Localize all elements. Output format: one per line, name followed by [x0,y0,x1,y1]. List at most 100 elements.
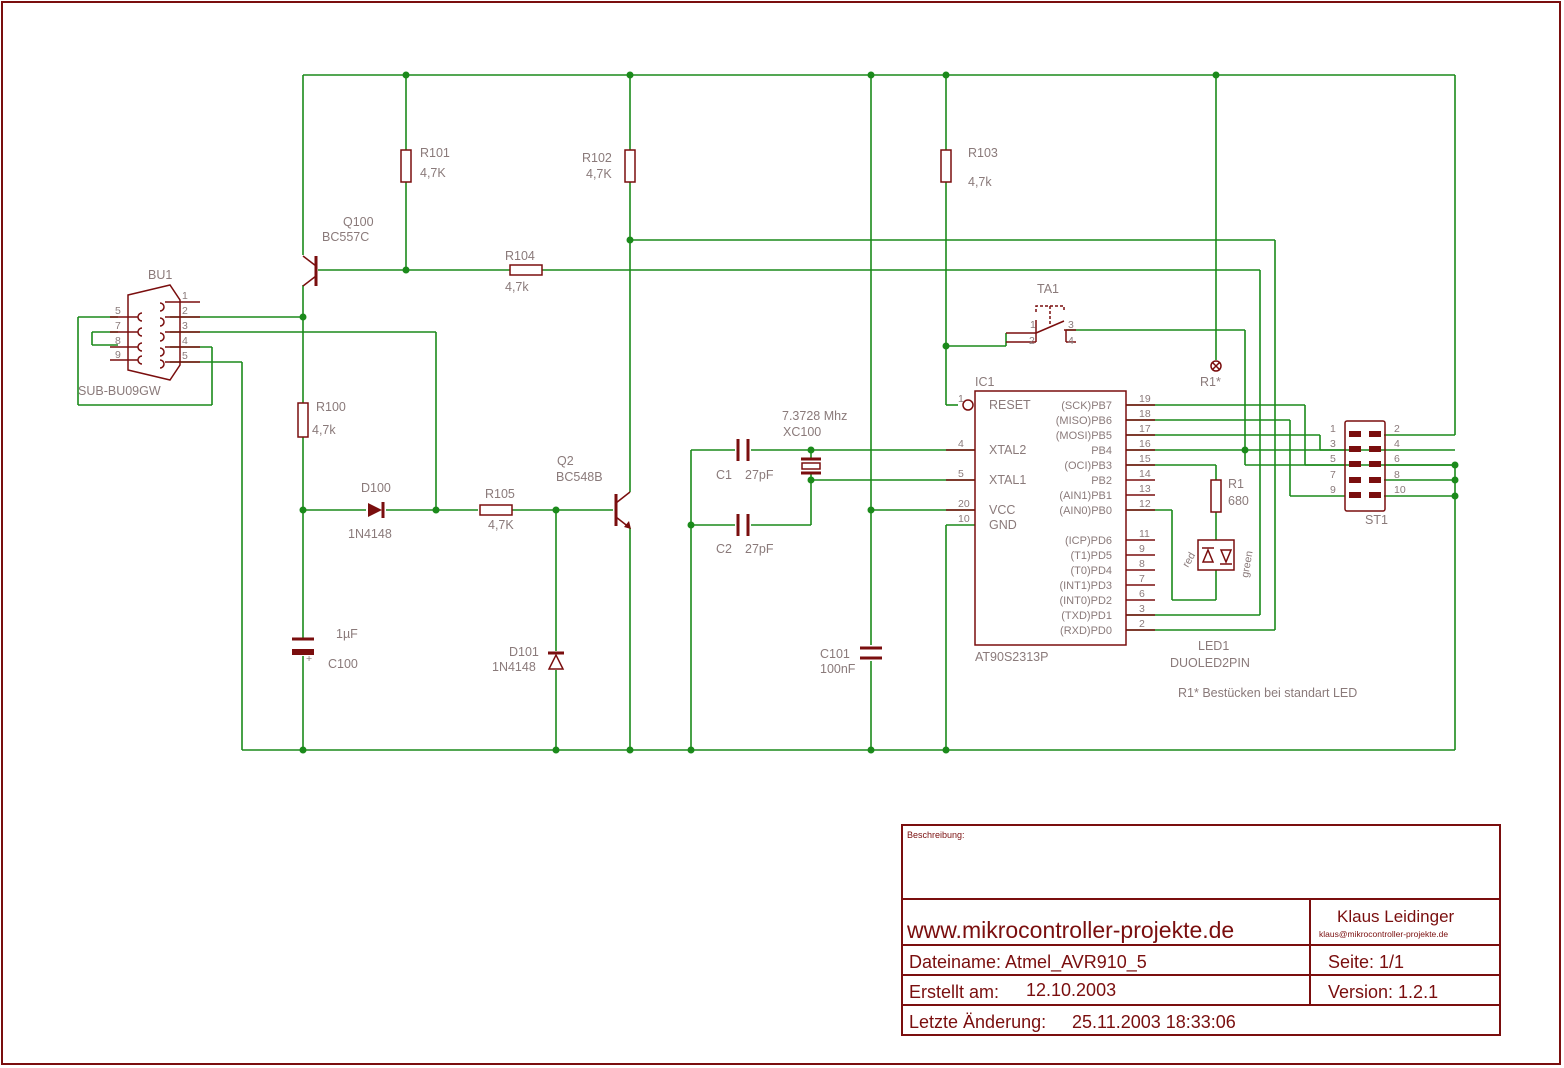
r105-name: R105 [485,487,515,501]
title-block: Beschreibung: www.mikrocontroller-projek… [901,824,1501,1036]
bu1-pin-r3: 3 [182,320,188,332]
xtal-value: 7.3728 Mhz [782,409,847,423]
ic1-pin-num: 11 [1139,528,1150,540]
r101-resistor: R101 4,7K [400,146,450,183]
r1star-pad: R1* [1200,360,1222,389]
wires [77,74,1456,751]
ic1-pin-num: 12 [1139,498,1151,510]
ic1-pin-num: 1 [958,393,964,405]
led1-green-label: green [1239,550,1256,579]
r1-value: 680 [1228,494,1249,508]
bu1-pin-r1: 1 [182,290,188,302]
c1-capacitor: C1 27pF [716,439,774,482]
c2-name: C2 [716,542,732,556]
ta1-pin3: 3 [1068,319,1074,331]
d101-name: D101 [509,645,539,659]
c1-value: 27pF [745,468,774,482]
ic1-pin-label: (T0)PD4 [1070,565,1112,577]
description-label: Beschreibung: [907,830,965,840]
bu1-pin-l2: 7 [115,320,121,332]
st1-pin-l1: 1 [1330,423,1336,435]
ic1-pin-num: 15 [1139,453,1151,465]
st1-pin-l2: 3 [1330,438,1336,450]
c101-capacitor: C101 100nF [820,646,882,676]
r100-resistor: R100 4,7k [297,400,346,438]
ic1-pin-label: (MOSI)PB5 [1056,430,1112,442]
d100-value: 1N4148 [348,527,392,541]
ic1-pin-num: 3 [1139,603,1145,615]
ic1-name: IC1 [975,375,995,389]
ic1-pin-label: PB2 [1091,475,1112,487]
led1-red-label: red [1180,550,1198,569]
modified-value: 25.11.2003 18:33:06 [1072,1012,1236,1032]
ic1-pin-label: (SCK)PB7 [1061,400,1112,412]
bu1-pin-l3: 8 [115,335,121,347]
filename-text: Dateiname: Atmel_AVR910_5 [909,952,1147,973]
c100-value: 1µF [336,627,358,641]
ic1-pin-num: 8 [1139,558,1145,570]
svg-text:+: + [306,653,312,665]
xtal-crystal: 7.3728 Mhz XC100 [782,409,847,475]
st1-pin-r5: 10 [1394,484,1406,496]
assembly-note: R1* Bestücken bei standart LED [1178,686,1357,700]
r1-resistor: R1 680 [1210,477,1249,513]
c101-value: 100nF [820,662,856,676]
r103-resistor: R103 4,7k [940,146,998,189]
r104-value: 4,7k [505,280,529,294]
ic1-pin-num: 19 [1139,393,1151,405]
c1-name: C1 [716,468,732,482]
bu1-pin-l4: 9 [115,349,121,361]
q2-transistor: Q2 BC548B [556,454,631,529]
d101-value: 1N4148 [492,660,536,674]
ic1-pin-label: PB4 [1091,445,1112,457]
ic1-pin-num: 7 [1139,573,1145,585]
led1-value: DUOLED2PIN [1170,656,1250,670]
ic1-pin-label: (INT1)PD3 [1059,580,1112,592]
bu1-name: BU1 [148,268,172,282]
st1-pin-l5: 9 [1330,484,1336,496]
ic1-pin-num: 5 [958,468,964,480]
r103-value: 4,7k [968,175,992,189]
ta1-switch: TA1 1 2 3 4 [1006,282,1076,347]
page-text: Seite: 1/1 [1328,952,1404,972]
ic1-pin-num: 6 [1139,588,1145,600]
ic1-pin-num: 10 [958,513,970,525]
ic1-pin-num: 9 [1139,543,1145,555]
ic1-pin-num: 13 [1139,483,1151,495]
created-value: 12.10.2003 [1026,980,1116,1000]
r101-value: 4,7K [420,166,446,180]
st1-pin-r3: 6 [1394,453,1400,465]
bu1-pin-l1: 5 [115,305,121,317]
led1-duoled: red green LED1 DUOLED2PIN [1170,539,1256,670]
created-label: Erstellt am: [909,982,999,1002]
ic1-pin-label: GND [989,518,1017,532]
ic1-pin-num: 17 [1139,423,1151,435]
ic1-pin-num: 20 [958,498,970,510]
ic1-pin-label: (AIN1)PB1 [1059,490,1112,502]
ta1-name: TA1 [1037,282,1059,296]
bu1-connector: BU1 SUB-BU09GW 5 7 8 9 1 2 3 4 5 [78,268,200,398]
st1-pin-l3: 5 [1330,453,1336,465]
q100-value: BC557C [322,230,369,244]
r1star-name: R1* [1200,375,1221,389]
bu1-pin-r2: 2 [182,305,188,317]
r100-value: 4,7k [312,423,336,437]
ic1-pin-label: VCC [989,503,1015,517]
ic1-pin-label: XTAL2 [989,443,1026,457]
bu1-value: SUB-BU09GW [78,384,161,398]
ic1-pin-label: (OCI)PB3 [1064,460,1112,472]
c2-capacitor: C2 27pF [716,514,774,556]
r105-resistor: R105 4,7K [479,487,515,532]
ic1-pin-num: 2 [1139,618,1145,630]
ta1-pin4: 4 [1068,335,1074,347]
ic1-value: AT90S2313P [975,650,1048,664]
q100-transistor: Q100 BC557C [302,215,374,287]
bu1-pin-r4: 4 [182,335,188,347]
author-name: Klaus Leidinger [1337,907,1455,926]
led1-name: LED1 [1198,639,1229,653]
ic1-pin-num: 18 [1139,408,1151,420]
r103-name: R103 [968,146,998,160]
r105-value: 4,7K [488,518,514,532]
